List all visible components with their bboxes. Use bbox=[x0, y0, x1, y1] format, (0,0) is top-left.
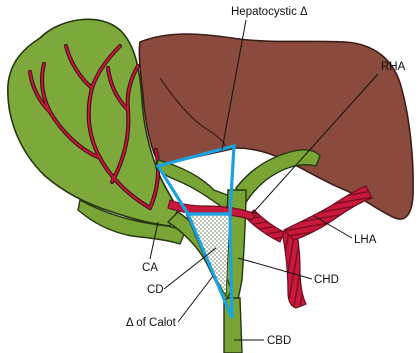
label-cbd: CBD bbox=[267, 335, 291, 347]
label-ca: CA bbox=[142, 262, 158, 274]
left-hepatic-artery bbox=[284, 186, 372, 240]
label-cd: CD bbox=[147, 284, 164, 296]
label-calot: Δ of Calot bbox=[126, 317, 177, 329]
label-lha: LHA bbox=[354, 234, 377, 246]
label-rha: RHA bbox=[381, 61, 406, 73]
label-chd: CHD bbox=[314, 274, 339, 286]
left-hepatic-duct bbox=[236, 150, 320, 206]
liver bbox=[139, 34, 413, 219]
label-hepatocystic: Hepatocystic Δ bbox=[231, 6, 308, 18]
